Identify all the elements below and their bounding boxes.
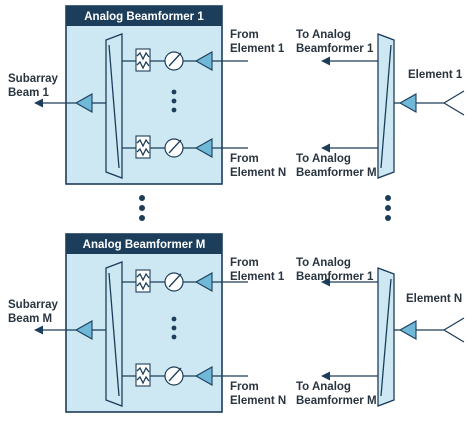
amplifier-icon (194, 138, 213, 158)
ellipsis-dot (171, 98, 177, 104)
element-1: Element 1 To Analog Beamformer 1 To Anal… (296, 29, 465, 179)
to-beamformer-m-label: Beamformer M (296, 167, 377, 179)
from-element-1-label: From (230, 29, 259, 41)
to-beamformer-m-label: To Analog (296, 153, 351, 165)
to-beamformer-1-label: Beamformer 1 (296, 271, 374, 283)
from-element-1-label: Element 1 (230, 43, 285, 55)
beamformer-1-title: Analog Beamformer 1 (84, 11, 204, 23)
vertical-ellipsis (139, 195, 391, 221)
subarray-beam-1-label: Subarray (8, 73, 58, 85)
beamformer-m-title-bar (66, 234, 222, 254)
element-n: Element N To Analog Beamformer 1 To Anal… (296, 257, 465, 407)
beamformer-m: Analog Beamformer M Subarray Beam M From… (8, 233, 286, 413)
ellipsis-dot (171, 325, 177, 331)
amplifier-icon (194, 366, 213, 386)
ellipsis-dot (171, 334, 177, 340)
element-amplifier-icon (398, 93, 417, 113)
from-element-1-label: From (230, 257, 259, 269)
subarray-beam-m-label: Beam M (8, 313, 52, 325)
from-element-n-label: From (230, 153, 259, 165)
to-beamformer-1-label: To Analog (296, 29, 351, 41)
antenna-icon (443, 90, 465, 116)
antenna-icon (443, 317, 465, 343)
element-n-label: Element N (406, 293, 462, 305)
to-beamformer-1-label: Beamformer 1 (296, 43, 374, 55)
beamformer-m-title: Analog Beamformer M (83, 239, 206, 251)
from-element-n-label: From (230, 381, 259, 393)
to-beamformer-1-label: To Analog (296, 257, 351, 269)
output-amplifier-icon (74, 320, 93, 340)
beamformer-1: Analog Beamformer 1 Subarray Beam 1 From (8, 5, 286, 185)
element-amplifier-icon (398, 320, 417, 340)
from-element-1-label: Element 1 (230, 271, 285, 283)
from-element-n-label: Element N (230, 167, 286, 179)
amplifier-icon (194, 272, 213, 292)
ellipsis-dot (171, 316, 177, 322)
from-element-n-label: Element N (230, 395, 286, 407)
to-beamformer-m-label: To Analog (296, 381, 351, 393)
subarray-beam-m-label: Subarray (8, 299, 58, 311)
element-1-label: Element 1 (408, 69, 463, 81)
beamformer-1-title-bar (66, 6, 222, 26)
amplifier-icon (194, 51, 213, 71)
ellipsis-dot (171, 107, 177, 113)
output-amplifier-icon (74, 93, 93, 113)
subarray-beam-1-label: Beam 1 (8, 87, 50, 99)
to-beamformer-m-label: Beamformer M (296, 395, 377, 407)
ellipsis-dot (171, 89, 177, 95)
